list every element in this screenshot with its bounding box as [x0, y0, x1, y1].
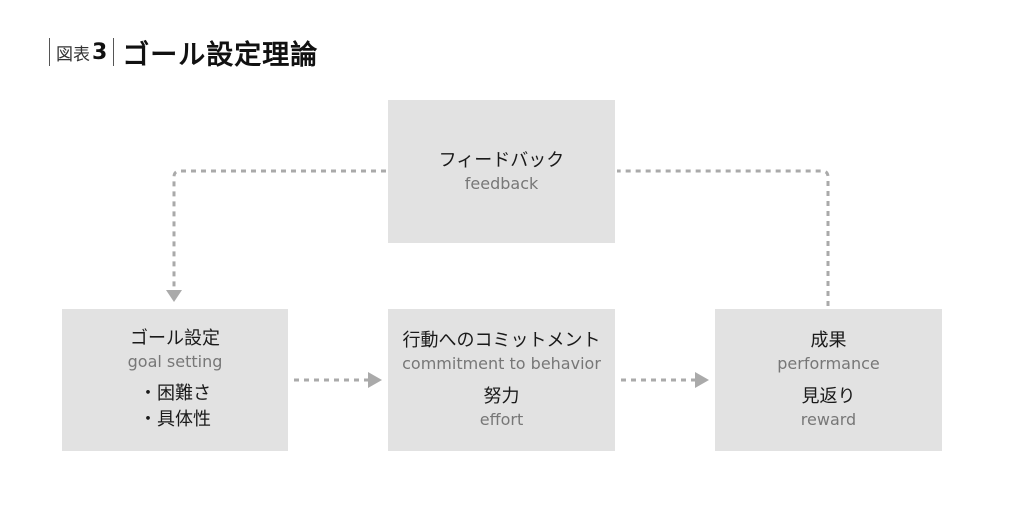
arrowhead-right-icon	[368, 372, 382, 388]
goal-attributes-list: ・困難さ ・具体性	[139, 381, 211, 433]
arrowhead-down-icon	[166, 290, 182, 302]
feedback-label-en: feedback	[464, 173, 539, 193]
page-title: ゴール設定理論	[122, 39, 319, 71]
title-divider	[113, 38, 115, 66]
goal-setting-label-en: goal setting	[127, 352, 223, 371]
performance-label-jp: 成果	[810, 330, 847, 351]
commitment-box: 行動へのコミットメント commitment to behavior 努力 ef…	[388, 309, 615, 451]
feedback-to-goal-connector	[172, 169, 386, 290]
goal-setting-label-jp: ゴール設定	[130, 328, 220, 349]
feedback-box: フィードバック feedback	[388, 100, 615, 243]
effort-label-jp: 努力	[483, 386, 520, 407]
performance-to-feedback-connector	[617, 169, 830, 306]
title-divider	[49, 38, 50, 66]
arrowhead-right-icon	[695, 372, 709, 388]
figure-label: 図表	[56, 44, 90, 65]
performance-label-en: performance	[777, 354, 880, 373]
commitment-label-jp: 行動へのコミットメント	[402, 330, 601, 351]
figure-title: 図表 3 ゴール設定理論	[49, 34, 319, 71]
list-item: ・困難さ	[139, 383, 211, 404]
goal-setting-box: ゴール設定 goal setting ・困難さ ・具体性	[62, 309, 288, 451]
reward-label-en: reward	[800, 410, 857, 429]
effort-label-en: effort	[479, 410, 524, 429]
reward-label-jp: 見返り	[801, 386, 856, 407]
performance-box: 成果 performance 見返り reward	[715, 309, 942, 451]
commitment-label-en: commitment to behavior	[402, 354, 601, 373]
list-item: ・具体性	[139, 409, 211, 430]
feedback-label-jp: フィードバック	[438, 149, 565, 171]
figure-number: 3	[92, 39, 108, 65]
